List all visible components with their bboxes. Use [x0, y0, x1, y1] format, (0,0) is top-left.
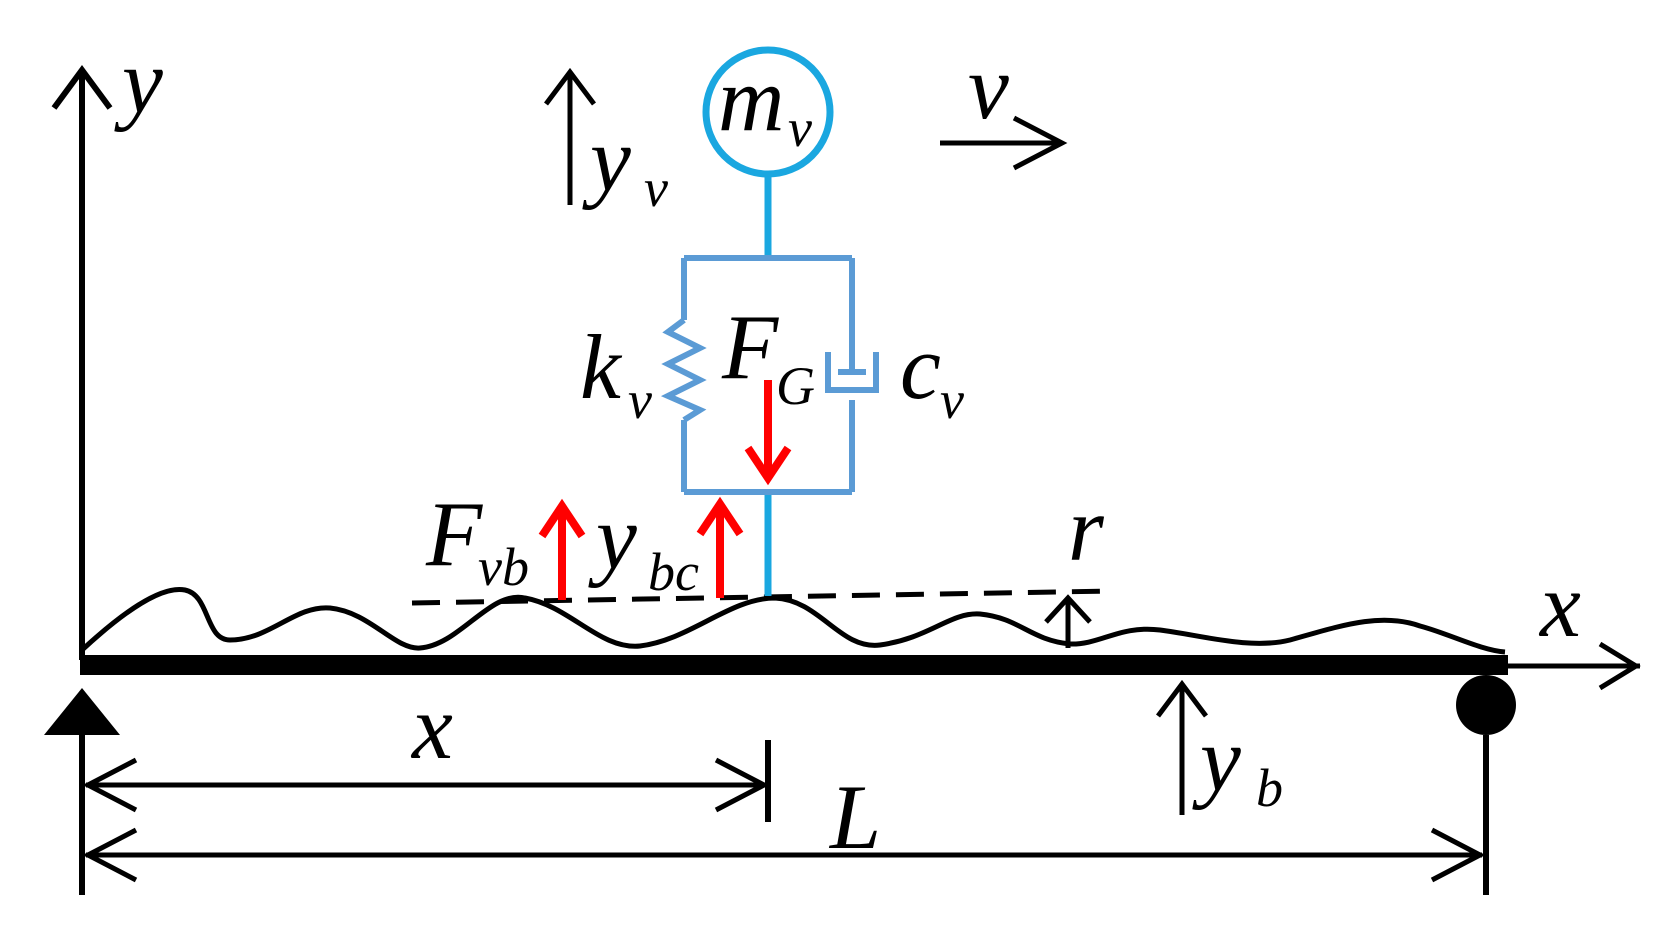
svg-text:y: y: [588, 486, 637, 588]
svg-text:G: G: [776, 356, 815, 416]
contact-displacement-label: y bc: [588, 486, 699, 602]
dimension-L-label: L: [828, 766, 881, 868]
svg-text:F: F: [425, 483, 483, 585]
roughness-label: r: [1068, 478, 1105, 580]
beam-displacement-arrow: [1156, 679, 1208, 815]
svg-text:v: v: [788, 98, 812, 158]
velocity-label: v: [968, 36, 1009, 138]
roughness-profile: [80, 586, 1506, 655]
roughness-arrow: [1044, 594, 1092, 648]
svg-text:y: y: [582, 108, 631, 210]
gravity-force-arrow: [744, 380, 792, 486]
velocity-arrow: [940, 115, 1068, 171]
svg-text:m: m: [718, 48, 784, 150]
dimension-x-label: x: [410, 676, 453, 778]
svg-text:vb: vb: [478, 537, 529, 597]
suspension-frame: [681, 255, 855, 495]
x-axis-label: x: [1538, 554, 1581, 656]
svg-text:k: k: [580, 316, 623, 418]
stiffness-label: k v: [580, 316, 652, 430]
gravity-label: F G: [721, 296, 815, 416]
spring-zigzag-icon: [660, 317, 707, 423]
contact-force-arrow: [538, 498, 586, 600]
vehicle-displacement-arrow: [544, 67, 596, 205]
damping-label: c v: [900, 316, 964, 430]
vehicle-displacement-label: y v: [582, 108, 668, 218]
roller-support-circle-icon: [1456, 675, 1516, 735]
svg-text:bc: bc: [648, 542, 699, 602]
svg-text:v: v: [940, 370, 964, 430]
beam-displacement-label: y b: [1192, 708, 1283, 818]
pin-support-triangle-icon: [44, 688, 120, 735]
contact-displacement-arrow: [696, 496, 744, 598]
mass-label: m v: [718, 48, 812, 158]
dimension-x: [82, 757, 770, 813]
svg-text:F: F: [721, 296, 779, 398]
y-axis-label: y: [114, 30, 163, 132]
x-axis: [1500, 641, 1641, 691]
svg-text:y: y: [1192, 708, 1241, 810]
svg-text:c: c: [900, 316, 941, 418]
svg-text:b: b: [1256, 758, 1283, 818]
reference-dashed-line: [411, 588, 1113, 606]
svg-text:v: v: [628, 370, 652, 430]
contact-force-label: F vb: [425, 483, 529, 597]
dashpot-icon: [825, 352, 879, 393]
y-axis: [51, 64, 113, 660]
svg-text:v: v: [644, 158, 668, 218]
dimension-L: [82, 827, 1486, 883]
beam: [80, 655, 1508, 675]
